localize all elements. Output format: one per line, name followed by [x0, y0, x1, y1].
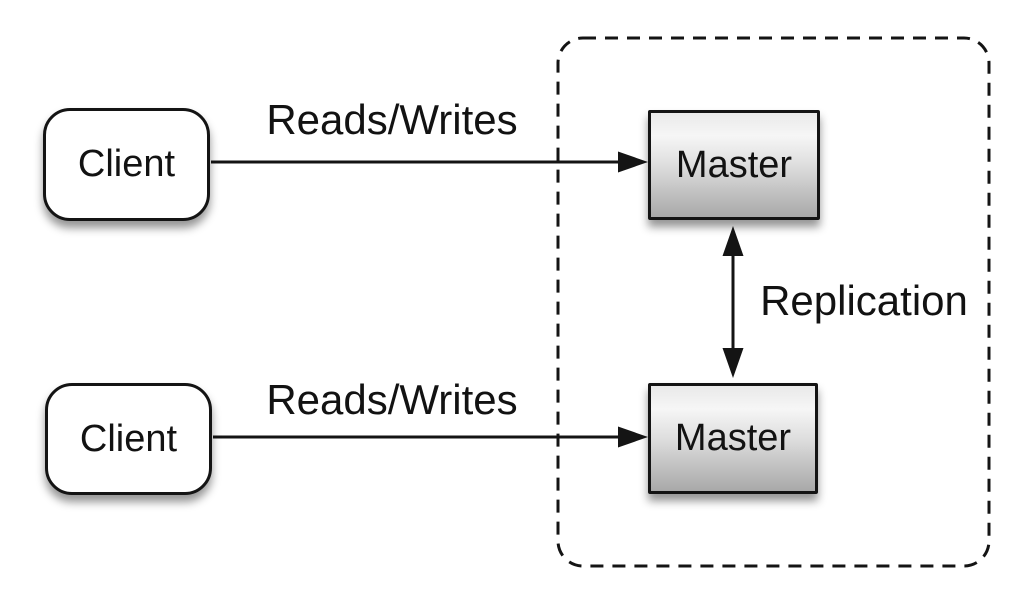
node-master-bottom-label: Master — [674, 417, 792, 459]
arrow-reads-writes-top — [211, 151, 648, 173]
arrowhead-up-icon — [722, 226, 744, 256]
node-master-top: Master — [648, 110, 820, 220]
node-master-bottom: Master — [648, 383, 818, 494]
node-master-top-label: Master — [675, 143, 793, 186]
edge-label-replication: Replication — [760, 277, 968, 324]
arrowhead-icon — [618, 151, 648, 173]
arrow-reads-writes-bottom — [213, 426, 648, 448]
edge-label-reads-writes-bottom: Reads/Writes — [266, 376, 518, 423]
node-client-bottom-label: Client — [79, 417, 178, 460]
node-client-bottom: Client — [45, 383, 212, 495]
node-client-top: Client — [43, 108, 210, 221]
arrowhead-down-icon — [722, 348, 744, 378]
arrow-replication — [722, 226, 744, 378]
node-client-top-label: Client — [77, 143, 176, 185]
arrowhead-icon — [618, 426, 648, 448]
edge-label-reads-writes-top: Reads/Writes — [266, 96, 518, 143]
